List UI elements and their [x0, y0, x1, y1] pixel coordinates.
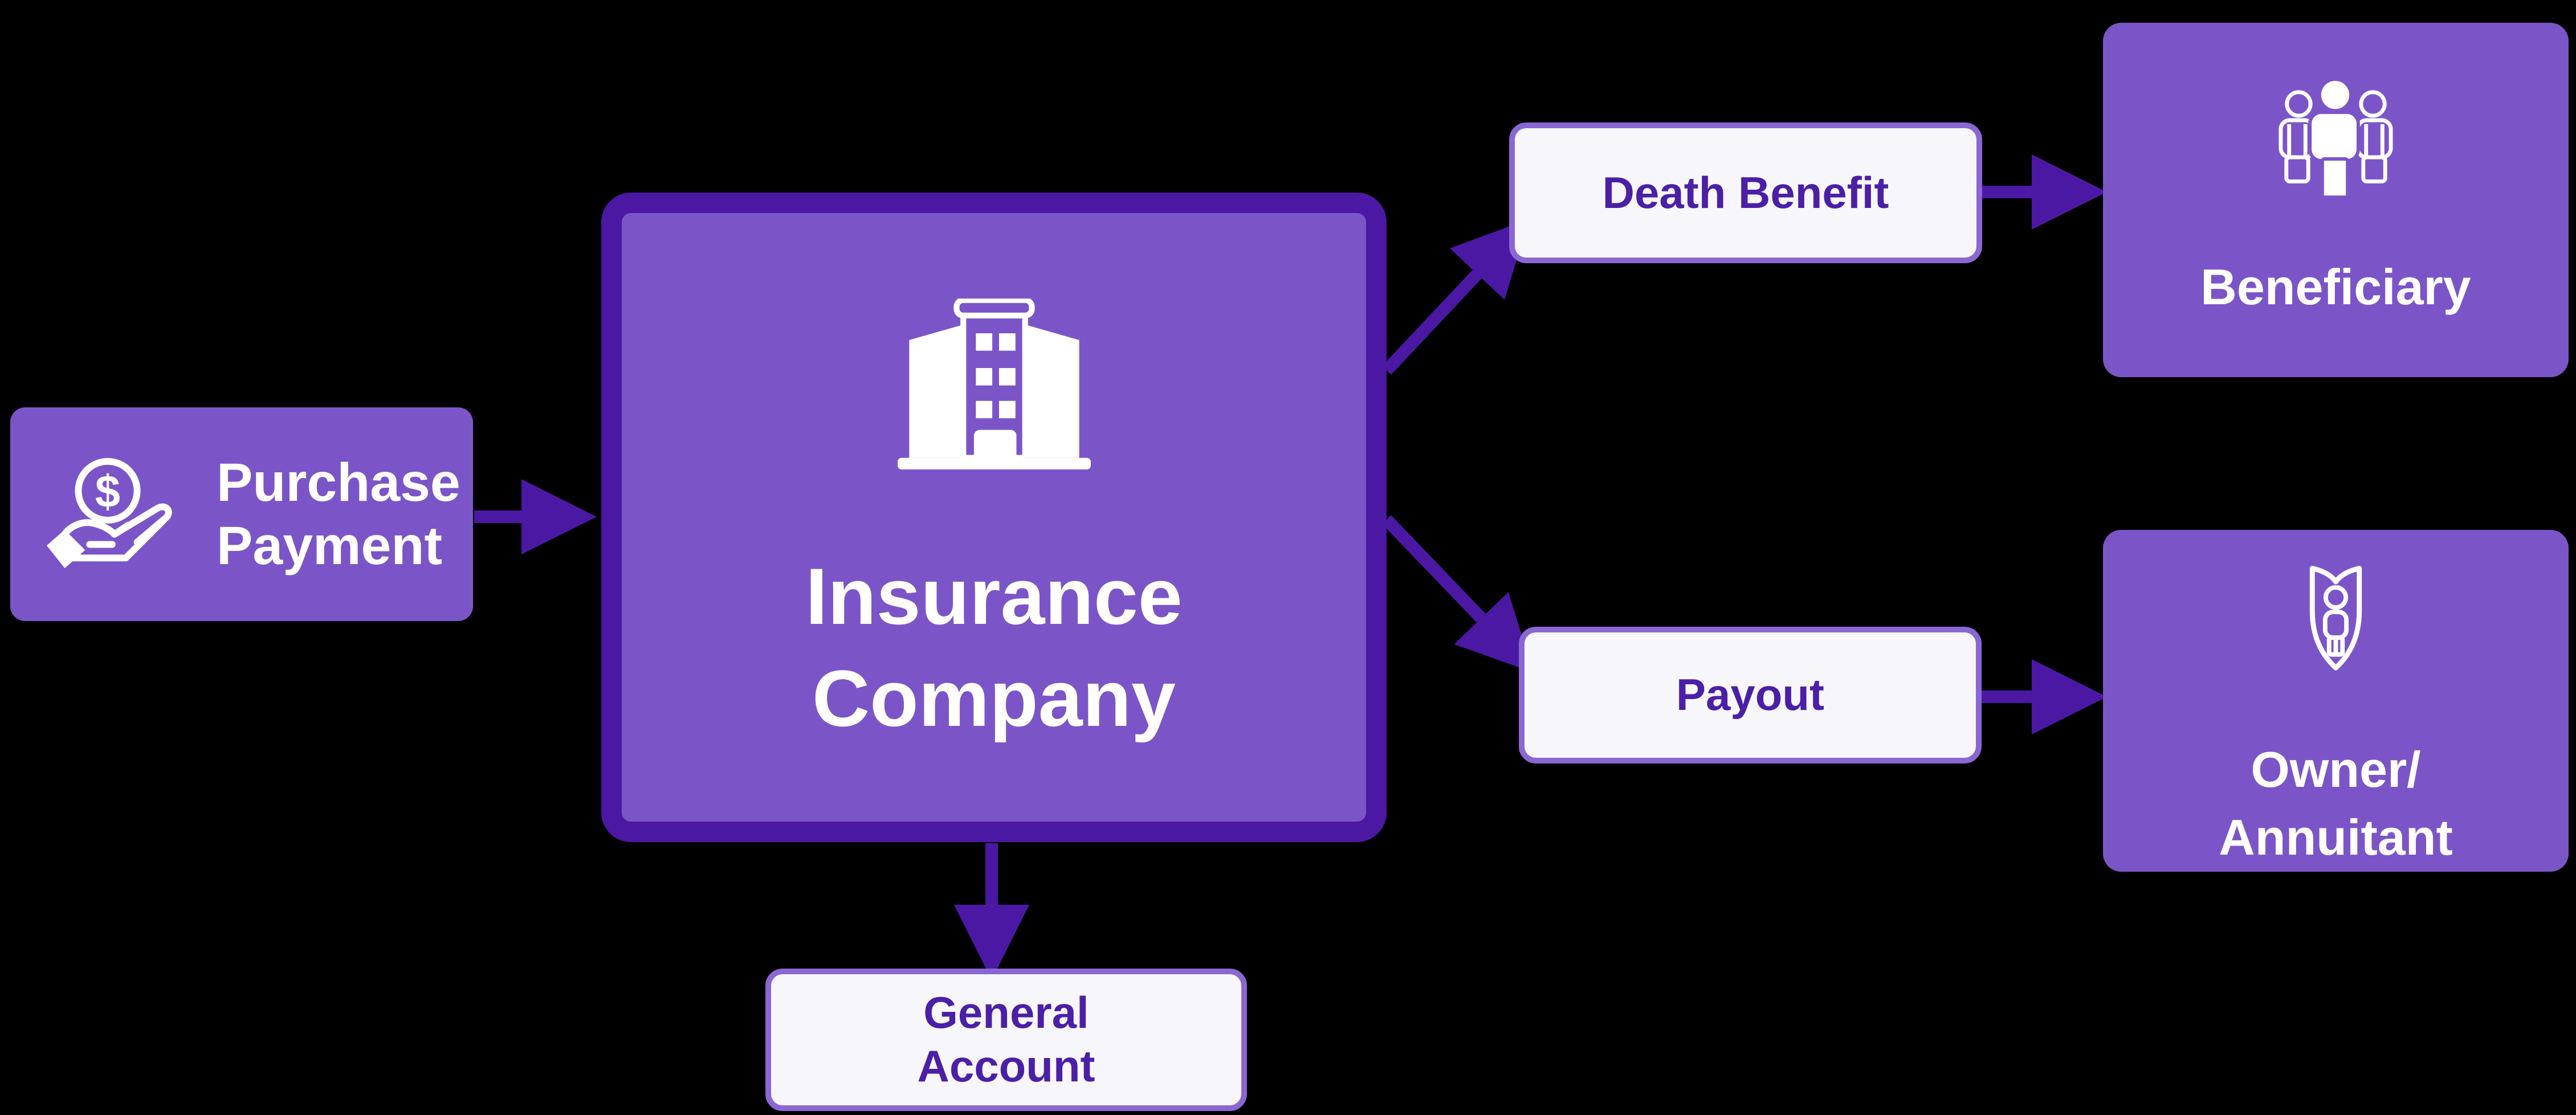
right-person: [2355, 90, 2393, 183]
building-tower-cap: [953, 299, 1035, 318]
beneficiary-node: Beneficiary: [2103, 23, 2569, 377]
center-person: [2308, 78, 2360, 199]
insurance-company-node: Insurance Company: [601, 193, 1387, 842]
building-icon: [897, 299, 1091, 469]
shield-person-icon: [2309, 566, 2362, 671]
payout-label: Payout: [1676, 669, 1825, 720]
building-base: [897, 458, 1091, 469]
dollar-sign: $: [95, 466, 120, 517]
death-benefit-node: Death Benefit: [1509, 122, 1982, 263]
arrow-insurance-to-payout: [1382, 515, 1534, 673]
building-windows: [975, 333, 1016, 419]
open-hand: [56, 503, 172, 561]
building-door: [973, 430, 1016, 461]
general-account-label: General Account: [917, 987, 1095, 1091]
owner-annuitant-node: Owner/ Annuitant: [2103, 530, 2569, 872]
payout-node: Payout: [1519, 627, 1982, 763]
people-group-icon: [2279, 78, 2393, 199]
arrow-insurance-to-death-benefit: [1381, 219, 1529, 375]
building-right-wing: [1025, 324, 1079, 458]
hand-holding-dollar-icon: $: [46, 458, 172, 568]
owner-annuitant-label: Owner/ Annuitant: [2219, 741, 2453, 865]
shield-outline: [2309, 566, 2362, 671]
general-account-node: General Account: [765, 969, 1247, 1111]
shield-person: [2322, 585, 2349, 657]
hand-cuff: [46, 529, 85, 568]
insurance-company-label: Insurance Company: [805, 552, 1183, 744]
coin-circle: [75, 458, 141, 524]
left-person: [2279, 90, 2316, 183]
purchase-payment-label: Purchase Payment: [217, 452, 460, 576]
beneficiary-label: Beneficiary: [2200, 259, 2471, 315]
death-benefit-label: Death Benefit: [1602, 167, 1889, 218]
building-left-wing: [908, 324, 963, 458]
purchase-payment-node: $ Purchase Payment: [10, 407, 473, 621]
